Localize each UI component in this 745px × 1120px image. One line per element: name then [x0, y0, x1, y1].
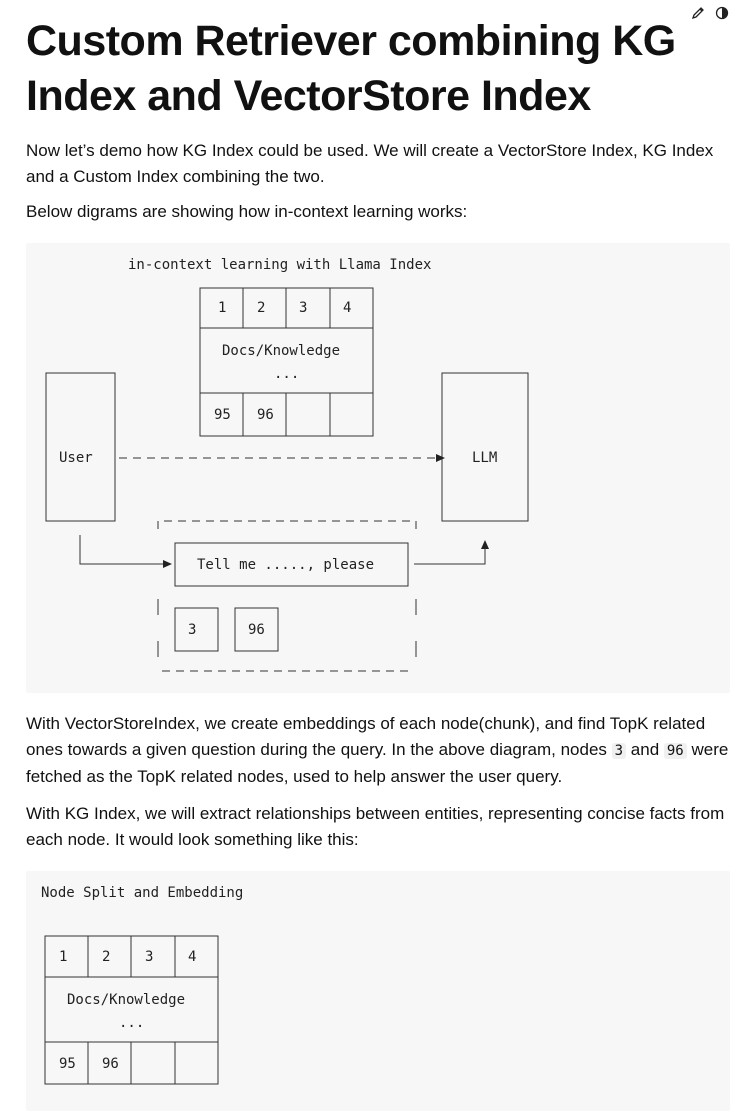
user-label: User — [59, 450, 93, 466]
diagram-node-split: Node Split and Embedding 1 2 3 4 Docs/Kn… — [26, 871, 730, 1111]
text-span: were fetched as the TopK related nodes, … — [26, 740, 729, 786]
inline-code: 96 — [663, 743, 687, 759]
document-content: Custom Retriever combining KG Index and … — [26, 14, 730, 1111]
prompt-label: Tell me ....., please — [197, 557, 374, 573]
intro-paragraph-2: Below digrams are showing how in-context… — [26, 202, 468, 221]
context-node: 3 — [188, 622, 196, 638]
kg-index-paragraph: With KG Index, we will extract relations… — [26, 804, 725, 849]
vectorstore-paragraph: With VectorStoreIndex, we create embeddi… — [26, 711, 730, 790]
inline-code: 3 — [611, 743, 627, 759]
doc-cell: 2 — [102, 949, 110, 965]
doc-cell: 96 — [102, 1056, 119, 1072]
doc-cell: 3 — [145, 949, 153, 965]
doc-cell: 95 — [59, 1056, 76, 1072]
text-span: and — [626, 740, 664, 759]
toolbar — [689, 4, 731, 22]
doc-cell: 96 — [257, 407, 274, 423]
diagram-in-context-learning: in-context learning with Llama Index 1 2… — [26, 243, 730, 693]
doc-label: Docs/Knowledge — [222, 343, 340, 359]
llm-label: LLM — [472, 450, 497, 466]
diagram-title: Node Split and Embedding — [41, 885, 243, 901]
doc-cell: 3 — [299, 300, 307, 316]
doc-cell: 2 — [257, 300, 265, 316]
doc-cell: 1 — [218, 300, 226, 316]
pencil-icon[interactable] — [689, 4, 707, 22]
context-node: 96 — [248, 622, 265, 638]
doc-ellipsis: ... — [274, 366, 299, 382]
page-title: Custom Retriever combining KG Index and … — [26, 17, 676, 120]
doc-label: Docs/Knowledge — [67, 992, 185, 1008]
doc-cell: 1 — [59, 949, 67, 965]
half-circle-icon[interactable] — [713, 4, 731, 22]
text-span: With VectorStoreIndex, we create embeddi… — [26, 714, 706, 759]
doc-cell: 4 — [343, 300, 351, 316]
doc-ellipsis: ... — [119, 1015, 144, 1031]
intro-paragraph-1: Now let’s demo how KG Index could be use… — [26, 141, 714, 186]
doc-cell: 95 — [214, 407, 231, 423]
diagram-title: in-context learning with Llama Index — [128, 257, 431, 273]
doc-cell: 4 — [188, 949, 196, 965]
